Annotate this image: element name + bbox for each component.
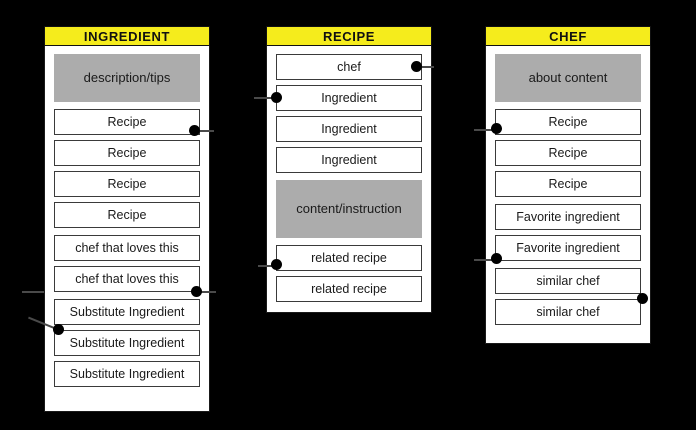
connector-chef-recipe-line (474, 129, 496, 131)
column-body-recipe: chef Ingredient Ingredient Ingredient co… (266, 46, 432, 313)
list-item-substitute-1[interactable]: Substitute Ingredient (54, 299, 200, 325)
column-body-ingredient: description/tips Recipe Recipe Recipe Re… (44, 46, 210, 412)
column-header-chef: CHEF (485, 26, 651, 46)
list-item-related-recipe-2[interactable]: related recipe (276, 276, 422, 302)
list-item-ingredient-2[interactable]: Ingredient (276, 116, 422, 142)
list-item-recipe-2[interactable]: Recipe (495, 140, 641, 166)
connector-dot-ingredient-recipe (189, 125, 200, 136)
column-body-chef: about content Recipe Recipe Recipe Favor… (485, 46, 651, 344)
connector-dot-recipe-related (271, 259, 282, 270)
list-item-favorite-ingredient-1[interactable]: Favorite ingredient (495, 204, 641, 230)
list-item-recipe-3[interactable]: Recipe (54, 171, 200, 197)
list-item-recipe-2[interactable]: Recipe (54, 140, 200, 166)
list-item-recipe-3[interactable]: Recipe (495, 171, 641, 197)
block-content-instruction: content/instruction (276, 180, 422, 238)
connector-dot-recipe-ingredient (271, 92, 282, 103)
list-item-recipe-1[interactable]: Recipe (495, 109, 641, 135)
connector-ingredient-chefloves-line (196, 291, 216, 293)
block-label: description/tips (83, 70, 171, 85)
list-item-substitute-2[interactable]: Substitute Ingredient (54, 330, 200, 356)
column-header-recipe: RECIPE (266, 26, 432, 46)
connector-dot-recipe-chef (411, 61, 422, 72)
connector-recipe-ingredient-line (254, 97, 276, 99)
list-item-similar-chef-2[interactable]: similar chef (495, 299, 641, 325)
block-description-tips: description/tips (54, 54, 200, 102)
list-item-similar-chef-1[interactable]: similar chef (495, 268, 641, 294)
list-item-ingredient-3[interactable]: Ingredient (276, 147, 422, 173)
column-ingredient: INGREDIENT description/tips Recipe Recip… (44, 26, 210, 412)
list-item-related-recipe-1[interactable]: related recipe (276, 245, 422, 271)
connector-ingredient-left-stub (22, 291, 44, 293)
connector-dot-ingredient-chefloves (191, 286, 202, 297)
list-item-chef-loves-1[interactable]: chef that loves this (54, 235, 200, 261)
connector-dot-chef-recipe (491, 123, 502, 134)
connector-dot-chef-favorite (491, 253, 502, 264)
list-item-recipe-1[interactable]: Recipe (54, 109, 200, 135)
column-header-ingredient: INGREDIENT (44, 26, 210, 46)
list-item-substitute-3[interactable]: Substitute Ingredient (54, 361, 200, 387)
connector-recipe-chef-line (418, 66, 434, 68)
block-about-content: about content (495, 54, 641, 102)
list-item-recipe-4[interactable]: Recipe (54, 202, 200, 228)
connector-chef-favorite-line (474, 259, 496, 261)
connector-ingredient-recipe-line (196, 130, 214, 132)
block-label: about content (528, 70, 608, 85)
connector-dot-ingredient-substitute (53, 324, 64, 335)
connector-recipe-related-line (258, 265, 278, 267)
block-label: content/instruction (296, 201, 402, 216)
column-chef: CHEF about content Recipe Recipe Recipe … (485, 26, 651, 344)
list-item-chef-loves-2[interactable]: chef that loves this (54, 266, 200, 292)
list-item-ingredient-1[interactable]: Ingredient (276, 85, 422, 111)
column-recipe: RECIPE chef Ingredient Ingredient Ingred… (266, 26, 432, 313)
list-item-chef[interactable]: chef (276, 54, 422, 80)
list-item-favorite-ingredient-2[interactable]: Favorite ingredient (495, 235, 641, 261)
connector-dot-chef-similar (637, 293, 648, 304)
